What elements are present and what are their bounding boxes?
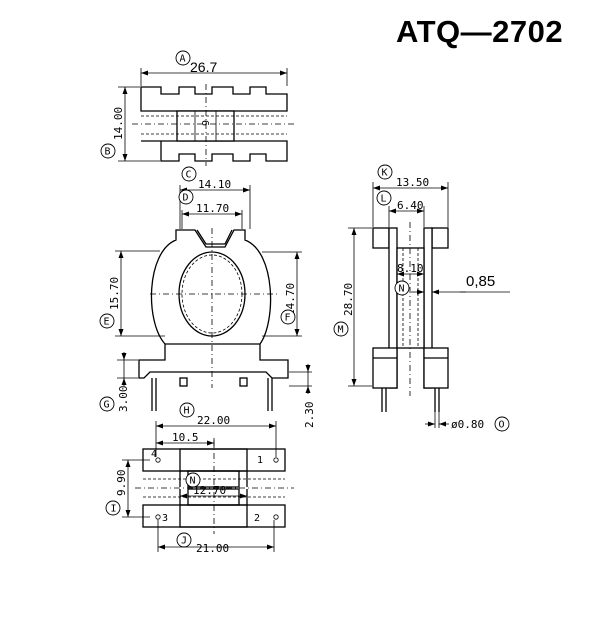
label-B: B [105, 147, 111, 158]
pin-label-2: 2 [254, 513, 260, 524]
dim-D-value: 11.70 [196, 202, 229, 215]
label-F: F [285, 313, 291, 324]
label-M-circle [333, 321, 349, 337]
label-O: O [499, 420, 505, 431]
dim-N-side-value: 0,85 [466, 273, 495, 290]
label-N-side: N [399, 284, 405, 295]
dim-L-value: 6.40 [397, 199, 424, 212]
label-M: M [338, 325, 344, 336]
dim-H-value: 22.00 [197, 414, 230, 427]
pin-hole-4 [155, 457, 161, 463]
dim-inner-value: 8.10 [397, 262, 424, 275]
dim-J-value: 21.00 [196, 542, 229, 555]
label-F-circle [280, 309, 296, 325]
label-A-circle [175, 50, 191, 66]
part-number-title: ATQ—2702 [396, 14, 564, 49]
dim-half-value: 10.5 [172, 431, 199, 444]
label-E-circle [99, 313, 115, 329]
label-E: E [104, 317, 110, 328]
label-I-circle [105, 500, 121, 516]
front-view: 14.10 C 11.70 D 15.70 E 14.70 F [99, 166, 316, 429]
side-view: 13.50 K 6.40 L 8.10 0,85 N 28.70 [333, 164, 510, 432]
dim-B-value: 14.00 [112, 107, 125, 140]
side-view-right-flange-top [431, 227, 449, 249]
label-J: J [181, 536, 187, 547]
top-view-lower-flange [141, 140, 288, 162]
dim-pin-value: 2.30 [303, 402, 316, 429]
label-D: D [183, 193, 189, 204]
label-C-circle [181, 166, 197, 182]
label-H-circle [179, 402, 195, 418]
label-L: L [381, 194, 387, 205]
label-G: G [104, 400, 110, 411]
label-C: C [186, 170, 192, 181]
pin-label-1: 1 [257, 455, 263, 466]
label-L-circle [376, 190, 392, 206]
label-B-circle [100, 143, 116, 159]
label-I: I [111, 504, 117, 515]
pin-label-4: 4 [151, 449, 157, 460]
bottom-view: 4 1 3 2 22.00 H 10.5 9.90 I 12.70 [105, 402, 294, 555]
label-K: K [382, 168, 388, 179]
label-G-circle [99, 396, 115, 412]
dim-C-value: 14.10 [198, 178, 231, 191]
pin-label-3: 3 [162, 513, 168, 524]
side-view-left-flange-top [372, 227, 390, 249]
side-view-core [396, 247, 425, 349]
label-N-bottom-circle [185, 472, 201, 488]
label-K-circle [377, 164, 393, 180]
label-J-circle [176, 532, 192, 548]
dim-M-value: 28.70 [342, 283, 355, 316]
top-view-upper-flange [140, 86, 288, 112]
dim-O-value: ø0.80 [451, 418, 484, 431]
dim-A-value: 26.7 [190, 59, 217, 75]
dim-N-bottom-value: 12.70 [193, 484, 226, 497]
pin-hole-3 [155, 514, 161, 520]
top-view: 6 26.7 A 14.00 B [100, 50, 296, 166]
dim-G-value: 3.00 [117, 386, 130, 413]
label-O-circle [494, 416, 510, 432]
label-H: H [184, 406, 190, 417]
label-N-bottom: N [190, 476, 196, 487]
label-D-circle [178, 189, 194, 205]
label-A: A [180, 54, 186, 65]
pin-hole-1 [273, 457, 279, 463]
pin-hole-2 [273, 514, 279, 520]
dim-E-value: 15.70 [108, 277, 121, 310]
label-N-side-circle [394, 280, 410, 296]
dim-I-value: 9.90 [115, 470, 128, 497]
dim-K-value: 13.50 [396, 176, 429, 189]
dim-F-value: 14.70 [284, 283, 297, 316]
front-view-body [138, 229, 289, 379]
top-view-center-dim: 6 [199, 120, 210, 126]
